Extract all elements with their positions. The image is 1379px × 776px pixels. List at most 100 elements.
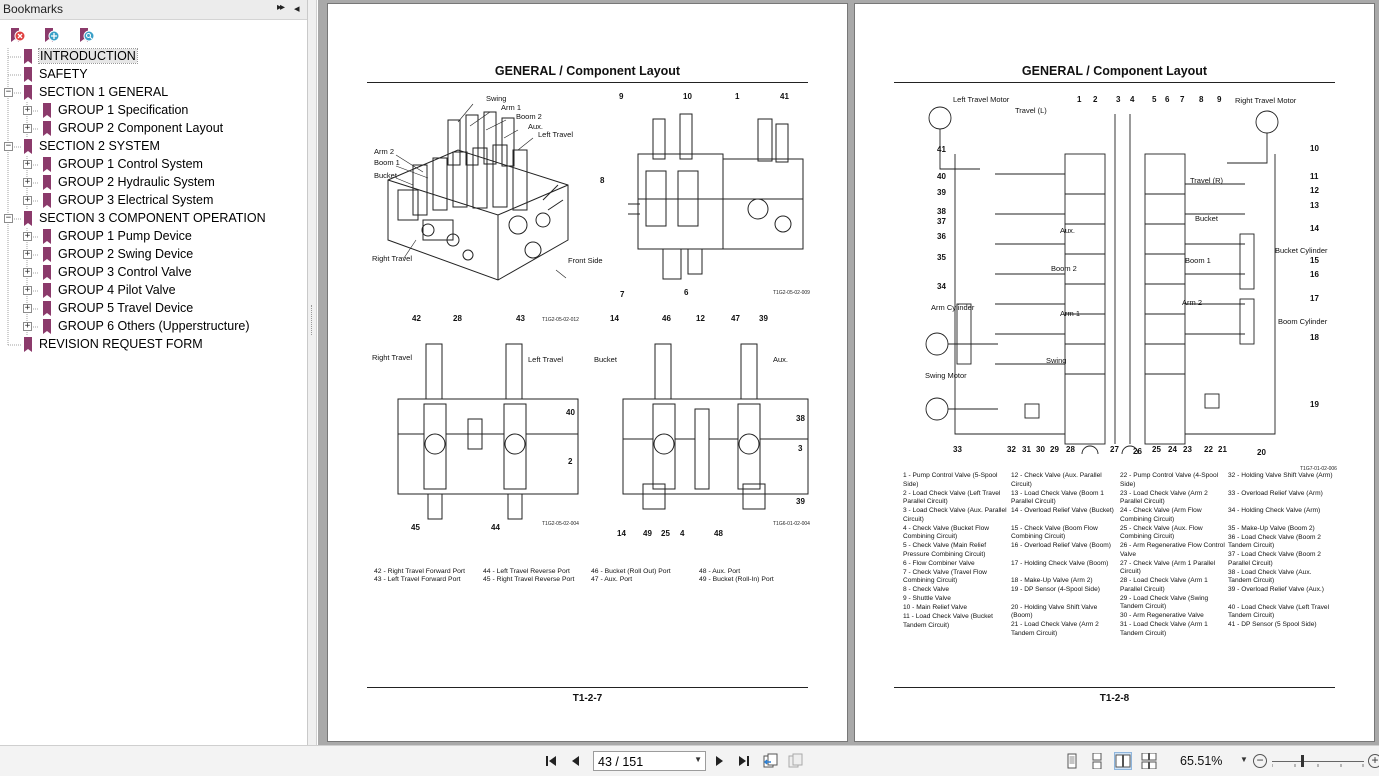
bookmark-label[interactable]: GROUP 2 Swing Device bbox=[58, 247, 194, 261]
bookmark-ribbon-icon bbox=[43, 319, 51, 334]
zoom-in-button[interactable]: + bbox=[1368, 754, 1379, 768]
zoom-dropdown-icon[interactable]: ▼ bbox=[1240, 755, 1248, 764]
bookmark-label[interactable]: INTRODUCTION bbox=[38, 48, 138, 64]
bookmark-label[interactable]: SECTION 3 COMPONENT OPERATION bbox=[39, 211, 266, 225]
expand-icon[interactable]: + bbox=[23, 321, 32, 331]
delete-bookmark-button[interactable] bbox=[8, 26, 26, 44]
bookmark-item[interactable]: + GROUP 4 Pilot Valve bbox=[0, 282, 300, 300]
expand-icon[interactable]: + bbox=[23, 267, 32, 277]
bookmark-item[interactable]: + GROUP 2 Component Layout bbox=[0, 120, 300, 138]
bookmark-item[interactable]: + GROUP 2 Hydraulic System bbox=[0, 174, 300, 192]
port-legend-item: 49 - Bucket (Roll-In) Port bbox=[699, 576, 774, 583]
find-bookmark-button[interactable] bbox=[77, 26, 95, 44]
expand-panel-icon[interactable]: ▸▸ bbox=[277, 2, 285, 13]
bookmark-label[interactable]: GROUP 1 Specification bbox=[58, 103, 189, 117]
document-viewport[interactable]: GENERAL / Component Layout bbox=[318, 0, 1379, 745]
legend-item: 30 - Arm Regenerative Valve bbox=[1120, 612, 1204, 619]
single-page-view-button[interactable] bbox=[1064, 753, 1080, 769]
first-page-button[interactable] bbox=[543, 753, 559, 769]
bookmark-label[interactable]: GROUP 5 Travel Device bbox=[58, 301, 194, 315]
bookmark-item[interactable]: + GROUP 1 Pump Device bbox=[0, 228, 300, 246]
collapse-icon[interactable]: − bbox=[4, 87, 13, 97]
expand-icon[interactable]: + bbox=[23, 285, 32, 295]
bookmark-item[interactable]: + GROUP 5 Travel Device bbox=[0, 300, 300, 318]
page-number-value[interactable]: 43 / 151 bbox=[598, 755, 644, 769]
label-left-travel: Left Travel bbox=[538, 130, 574, 139]
page-dropdown-icon[interactable]: ▼ bbox=[694, 755, 702, 764]
bookmark-label[interactable]: SECTION 2 SYSTEM bbox=[39, 139, 160, 153]
bookmark-ribbon-icon bbox=[24, 139, 32, 154]
bookmark-ribbon-icon bbox=[43, 229, 51, 244]
bookmark-label[interactable]: SAFETY bbox=[39, 67, 88, 81]
continuous-view-button[interactable] bbox=[1089, 752, 1105, 770]
callout-9: 9 bbox=[619, 92, 624, 101]
bookmark-item[interactable]: INTRODUCTION bbox=[0, 48, 300, 66]
legend-item: 25 - Check Valve (Aux. Flow Combining Ci… bbox=[1120, 524, 1203, 541]
page-number-field[interactable]: 43 / 151 ▼ bbox=[593, 751, 706, 771]
zoom-slider-thumb[interactable] bbox=[1301, 755, 1304, 767]
bookmark-item[interactable]: − SECTION 1 GENERAL bbox=[0, 84, 300, 102]
next-view-button[interactable] bbox=[787, 753, 803, 769]
bookmark-item[interactable]: − SECTION 2 SYSTEM bbox=[0, 138, 300, 156]
expand-icon[interactable]: + bbox=[23, 249, 32, 259]
valve-section-drawing bbox=[628, 113, 804, 280]
zoom-slider-track[interactable] bbox=[1272, 761, 1364, 762]
bookmark-item[interactable]: + GROUP 3 Control Valve bbox=[0, 264, 300, 282]
callout-11: 11 bbox=[1310, 172, 1319, 181]
expand-icon[interactable]: + bbox=[23, 159, 32, 169]
travel-section-drawing bbox=[397, 343, 579, 520]
bookmark-label[interactable]: GROUP 6 Others (Upperstructure) bbox=[58, 319, 250, 333]
bookmark-label[interactable]: GROUP 1 Pump Device bbox=[58, 229, 192, 243]
bookmark-ribbon-icon bbox=[43, 121, 51, 136]
bookmark-label[interactable]: GROUP 3 Electrical System bbox=[58, 193, 214, 207]
bookmark-label[interactable]: GROUP 1 Control System bbox=[58, 157, 203, 171]
expand-icon[interactable]: + bbox=[23, 105, 32, 115]
splitter-grip bbox=[311, 305, 313, 335]
callout-27: 27 bbox=[1110, 445, 1119, 454]
continuous-facing-view-button[interactable] bbox=[1141, 752, 1157, 770]
expand-icon[interactable]: + bbox=[23, 195, 32, 205]
label-aux: Aux. bbox=[528, 122, 544, 131]
port-legend-item: 45 - Right Travel Reverse Port bbox=[483, 576, 575, 583]
bookmark-item[interactable]: SAFETY bbox=[0, 66, 300, 84]
close-panel-icon[interactable]: ◂ bbox=[294, 3, 300, 15]
label-left-travel-section: Left Travel bbox=[528, 355, 564, 364]
panel-splitter[interactable] bbox=[308, 0, 317, 745]
bookmark-item[interactable]: − SECTION 3 COMPONENT OPERATION bbox=[0, 210, 300, 228]
bookmark-label[interactable]: REVISION REQUEST FORM bbox=[39, 337, 203, 351]
expand-icon[interactable]: + bbox=[23, 303, 32, 313]
bookmark-label[interactable]: GROUP 2 Hydraulic System bbox=[58, 175, 215, 189]
label-boom-cylinder: Boom Cylinder bbox=[1278, 317, 1328, 326]
bookmark-item[interactable]: + GROUP 1 Control System bbox=[0, 156, 300, 174]
bookmark-label[interactable]: GROUP 4 Pilot Valve bbox=[58, 283, 176, 297]
legend-item: 6 - Flow Combiner Valve bbox=[903, 559, 975, 567]
previous-page-button[interactable] bbox=[568, 753, 584, 769]
collapse-icon[interactable]: − bbox=[4, 141, 13, 151]
page-title: GENERAL / Component Layout bbox=[1021, 64, 1208, 78]
previous-page-icon bbox=[572, 756, 579, 766]
legend-item: 41 - DP Sensor (5 Spool Side) bbox=[1228, 621, 1317, 628]
collapse-icon[interactable]: − bbox=[4, 213, 13, 223]
bookmark-label[interactable]: SECTION 1 GENERAL bbox=[39, 85, 169, 99]
add-bookmark-button[interactable] bbox=[42, 26, 60, 44]
page-number: T1-2-8 bbox=[1099, 693, 1130, 704]
bookmark-item[interactable]: REVISION REQUEST FORM bbox=[0, 336, 300, 354]
next-page-button[interactable] bbox=[711, 753, 727, 769]
zoom-out-button[interactable]: − bbox=[1253, 754, 1267, 768]
bookmark-item[interactable]: + GROUP 3 Electrical System bbox=[0, 192, 300, 210]
bookmark-item[interactable]: + GROUP 6 Others (Upperstructure) bbox=[0, 318, 300, 336]
bookmark-item[interactable]: + GROUP 1 Specification bbox=[0, 102, 300, 120]
label-right-travel-section: Right Travel bbox=[372, 353, 413, 362]
previous-view-button[interactable] bbox=[762, 753, 778, 769]
bookmark-ribbon-icon bbox=[24, 337, 32, 352]
bookmark-label[interactable]: GROUP 3 Control Valve bbox=[58, 265, 192, 279]
last-page-button[interactable] bbox=[736, 753, 752, 769]
expand-icon[interactable]: + bbox=[23, 123, 32, 133]
facing-view-button[interactable] bbox=[1114, 752, 1132, 770]
bookmark-item[interactable]: + GROUP 2 Swing Device bbox=[0, 246, 300, 264]
zoom-level[interactable]: 65.51% bbox=[1180, 754, 1223, 768]
expand-icon[interactable]: + bbox=[23, 231, 32, 241]
bookmark-label[interactable]: GROUP 2 Component Layout bbox=[58, 121, 224, 135]
expand-icon[interactable]: + bbox=[23, 177, 32, 187]
label-bucket: Bucket bbox=[1195, 214, 1218, 223]
